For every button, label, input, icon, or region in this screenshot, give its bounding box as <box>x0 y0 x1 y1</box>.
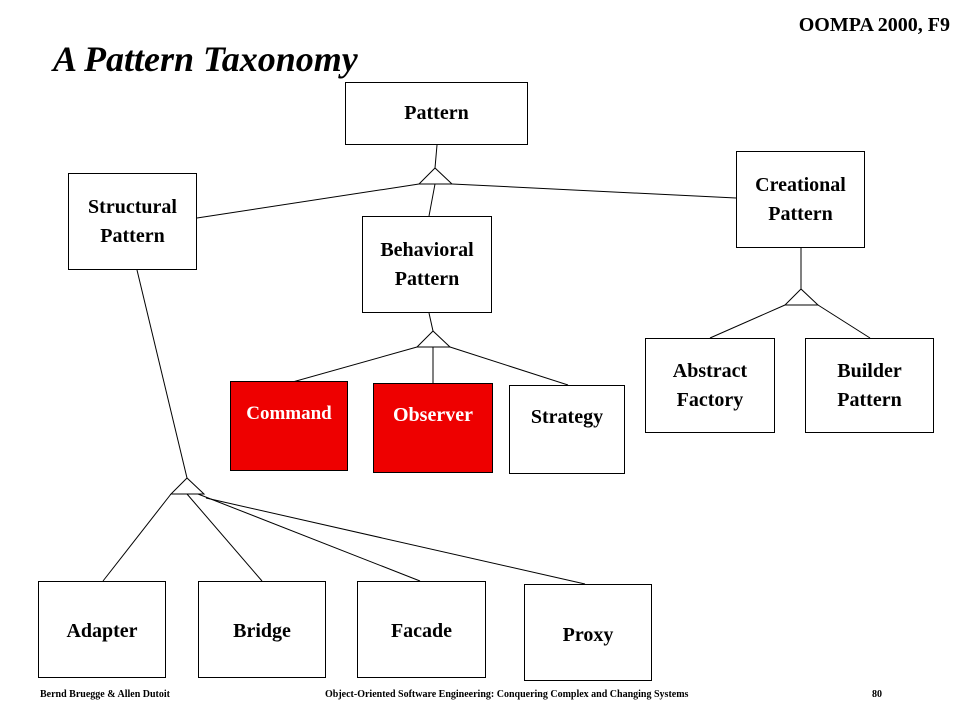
edge-creational <box>451 183 737 199</box>
edge-abstract-factory <box>709 304 786 339</box>
node-strategy: Strategy <box>509 385 625 474</box>
node-proxy: Proxy <box>524 584 652 681</box>
footer-page-number: 80 <box>872 689 882 700</box>
edge-bridge <box>186 493 263 582</box>
node-facade: Facade <box>357 581 486 678</box>
node-bridge: Bridge <box>198 581 326 678</box>
course-label: OOMPA 2000, F9 <box>798 14 950 36</box>
node-behavioral-pattern: Behavioral Pattern <box>362 216 492 313</box>
edge-structural <box>196 183 420 219</box>
edge-facade <box>197 493 421 582</box>
node-structural-pattern: Structural Pattern <box>68 173 197 270</box>
node-creational-pattern: Creational Pattern <box>736 151 865 248</box>
node-command: Command <box>230 381 348 471</box>
generalization-triangle-creational <box>783 288 820 306</box>
edge-strategy <box>449 346 569 386</box>
slide-title: A Pattern Taxonomy <box>53 39 358 79</box>
edge-behavioral-to-triangle <box>428 312 434 332</box>
node-pattern: Pattern <box>345 82 528 145</box>
node-adapter: Adapter <box>38 581 166 678</box>
edge-behavioral <box>428 183 436 217</box>
edge-command <box>288 346 418 384</box>
edge-structural-to-triangle <box>136 269 188 479</box>
generalization-triangle-structural <box>169 477 206 495</box>
edge-adapter <box>102 493 172 582</box>
generalization-triangle-pattern <box>417 167 454 185</box>
generalization-triangle-behavioral <box>415 330 452 348</box>
node-abstract-factory: Abstract Factory <box>645 338 775 433</box>
node-observer: Observer <box>373 383 493 473</box>
footer-authors: Bernd Bruegge & Allen Dutoit <box>40 689 170 700</box>
node-builder-pattern: Builder Pattern <box>805 338 934 433</box>
edge-proxy <box>205 497 586 585</box>
footer-book-title: Object-Oriented Software Engineering: Co… <box>325 689 689 700</box>
edge-builder <box>817 304 871 339</box>
edge-pattern-to-triangle <box>434 144 438 169</box>
